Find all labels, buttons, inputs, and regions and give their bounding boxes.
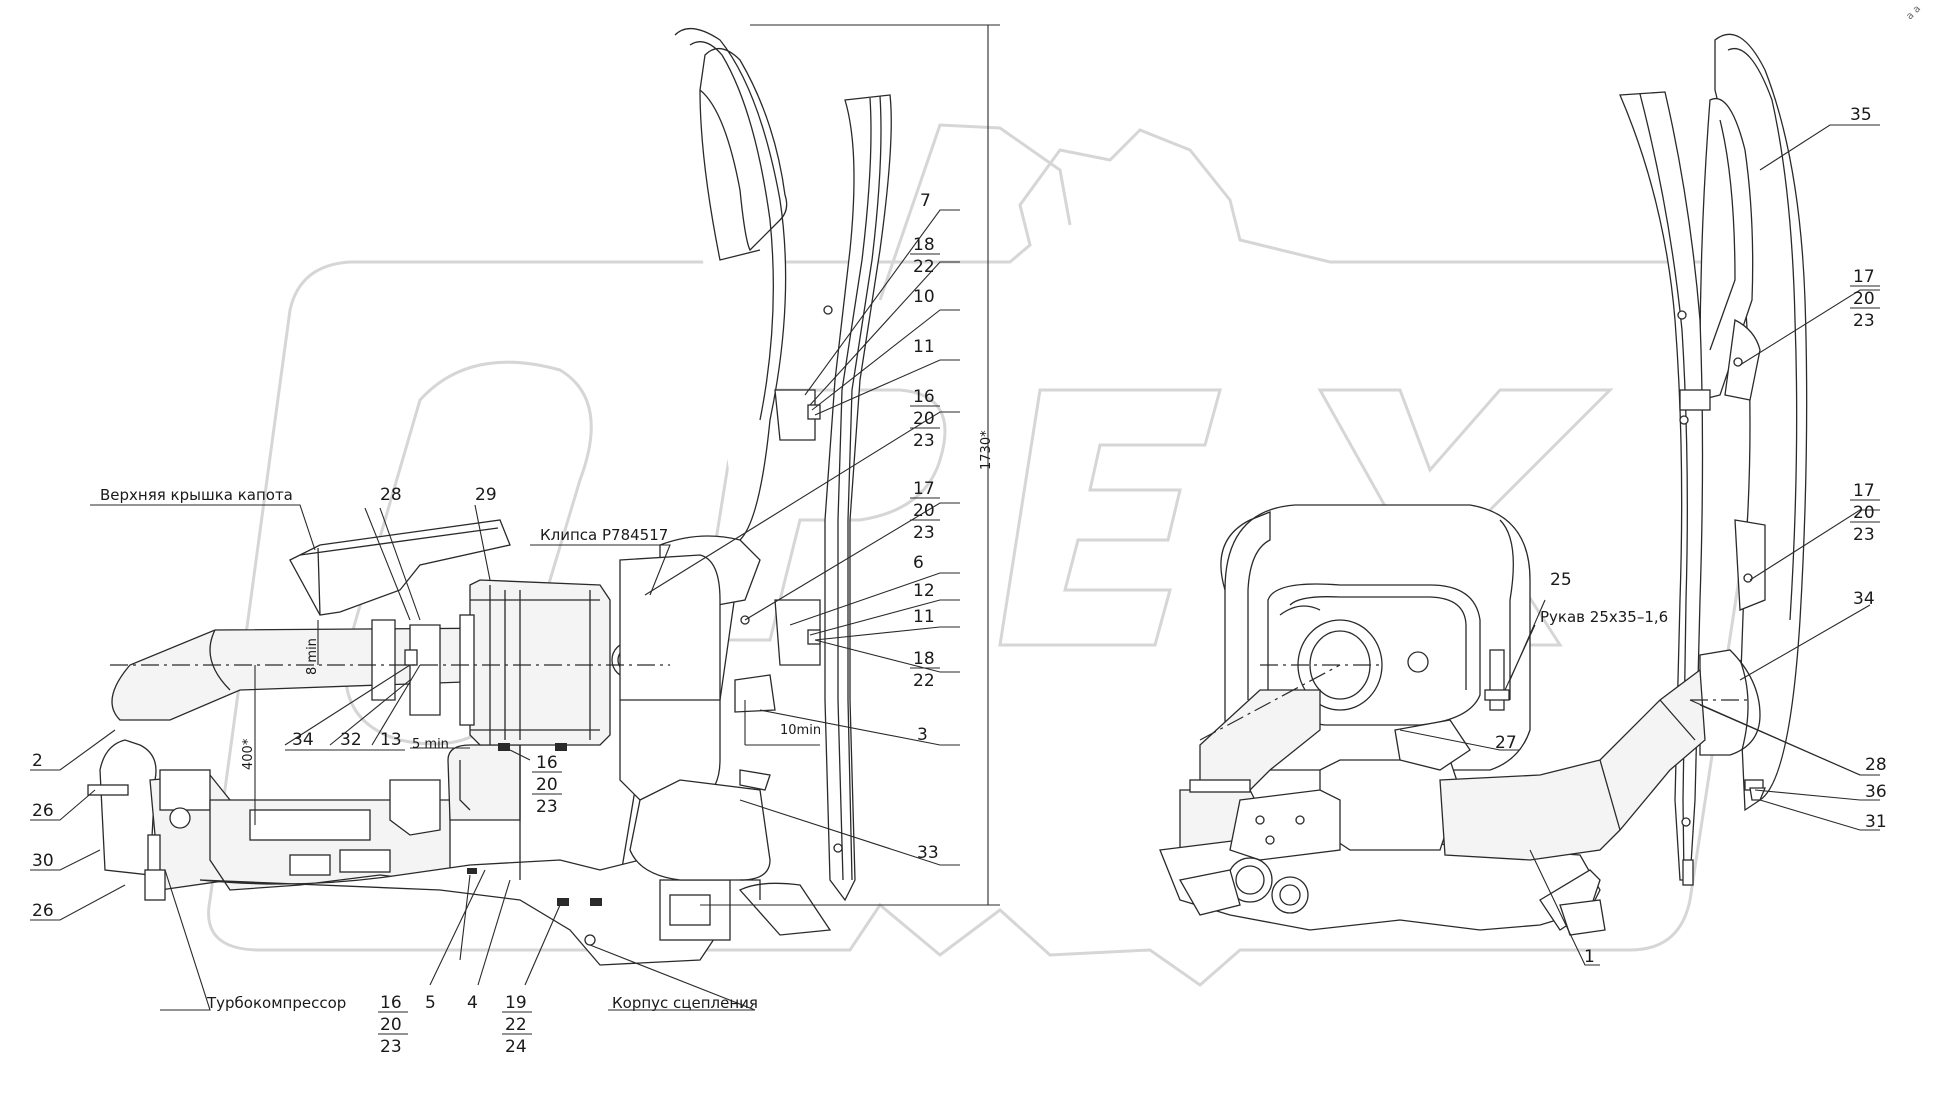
callout-32: 32 [340,730,362,750]
dim-height: 1730* [979,430,994,470]
left-dimensions: 1730* 400* 8 min 5 min 10min [110,24,1000,906]
callout-18-top: 18 [913,235,935,255]
dim-8min: 8 min [305,638,320,675]
dim-400: 400* [241,738,256,770]
callout-1: 1 [1584,947,1595,967]
left-rear-pillar [659,94,892,902]
callout-20-d: 20 [380,1015,402,1035]
callout-17-ra: 17 [1853,267,1875,287]
callout-19: 19 [505,993,527,1013]
callout-26-a: 26 [32,801,54,821]
callout-11-b: 11 [913,607,935,627]
callout-25: 25 [1550,570,1572,590]
callout-33: 33 [917,843,939,863]
callout-23-c: 23 [536,797,558,817]
callout-7: 7 [920,191,931,211]
right-callouts: 35 17 20 23 17 20 23 25 Рукав 25x35–1,6 … [1495,105,1887,967]
callout-34: 34 [292,730,314,750]
callout-11-top: 11 [913,337,935,357]
label-clip: Клипса P784517 [540,526,668,544]
label-hood-cover: Верхняя крышка капота [100,486,293,504]
callout-27: 27 [1495,733,1517,753]
callout-17-rb: 17 [1853,481,1875,501]
callout-16-a: 16 [913,387,935,407]
right-engine-assembly [1159,504,1750,936]
callout-22-b: 22 [913,671,935,691]
callout-16-c: 16 [380,993,402,1013]
callout-16-b: 16 [536,753,558,773]
callout-22-c: 22 [505,1015,527,1035]
corner-mark: a a [1904,3,1923,22]
callout-35: 35 [1850,105,1872,125]
callout-23-d: 23 [380,1037,402,1057]
callout-23-a: 23 [913,431,935,451]
right-leader-lines [1399,124,1880,966]
callout-2: 2 [32,751,43,771]
callout-6: 6 [913,553,924,573]
callout-18-b: 18 [913,649,935,669]
label-sleeve: Рукав 25x35–1,6 [1540,608,1668,626]
callout-4: 4 [467,993,478,1013]
callout-30: 30 [32,851,54,871]
callout-23-rb: 23 [1853,525,1875,545]
callout-26-b: 26 [32,901,54,921]
callout-28: 28 [380,485,402,505]
callout-23-ra: 23 [1853,311,1875,331]
callout-24: 24 [505,1037,527,1057]
callout-20-b: 20 [913,501,935,521]
left-intake-assembly [87,519,832,966]
callout-12: 12 [913,581,935,601]
callout-10: 10 [913,287,935,307]
label-clutch-housing: Корпус сцепления [612,994,758,1012]
callout-5: 5 [425,993,436,1013]
callout-20-ra: 20 [1853,289,1875,309]
callout-3: 3 [917,725,928,745]
dim-5min: 5 min [412,737,449,752]
callout-29: 29 [475,485,497,505]
callout-34-r: 34 [1853,589,1875,609]
dim-10min: 10min [780,723,821,738]
label-turbo: Турбокомпрессор [206,994,346,1012]
callout-20-a: 20 [913,409,935,429]
callout-22-top: 22 [913,257,935,277]
callout-20-c: 20 [536,775,558,795]
callout-23-b: 23 [913,523,935,543]
callout-13: 13 [380,730,402,750]
left-callouts: 7 18 22 10 11 16 20 23 17 20 23 6 12 11 … [32,191,940,1057]
callout-17-a: 17 [913,479,935,499]
left-leader-lines [30,209,960,1011]
callout-20-rb: 20 [1853,503,1875,523]
callout-28-r: 28 [1865,755,1887,775]
callout-31: 31 [1865,812,1887,832]
callout-36: 36 [1865,782,1887,802]
